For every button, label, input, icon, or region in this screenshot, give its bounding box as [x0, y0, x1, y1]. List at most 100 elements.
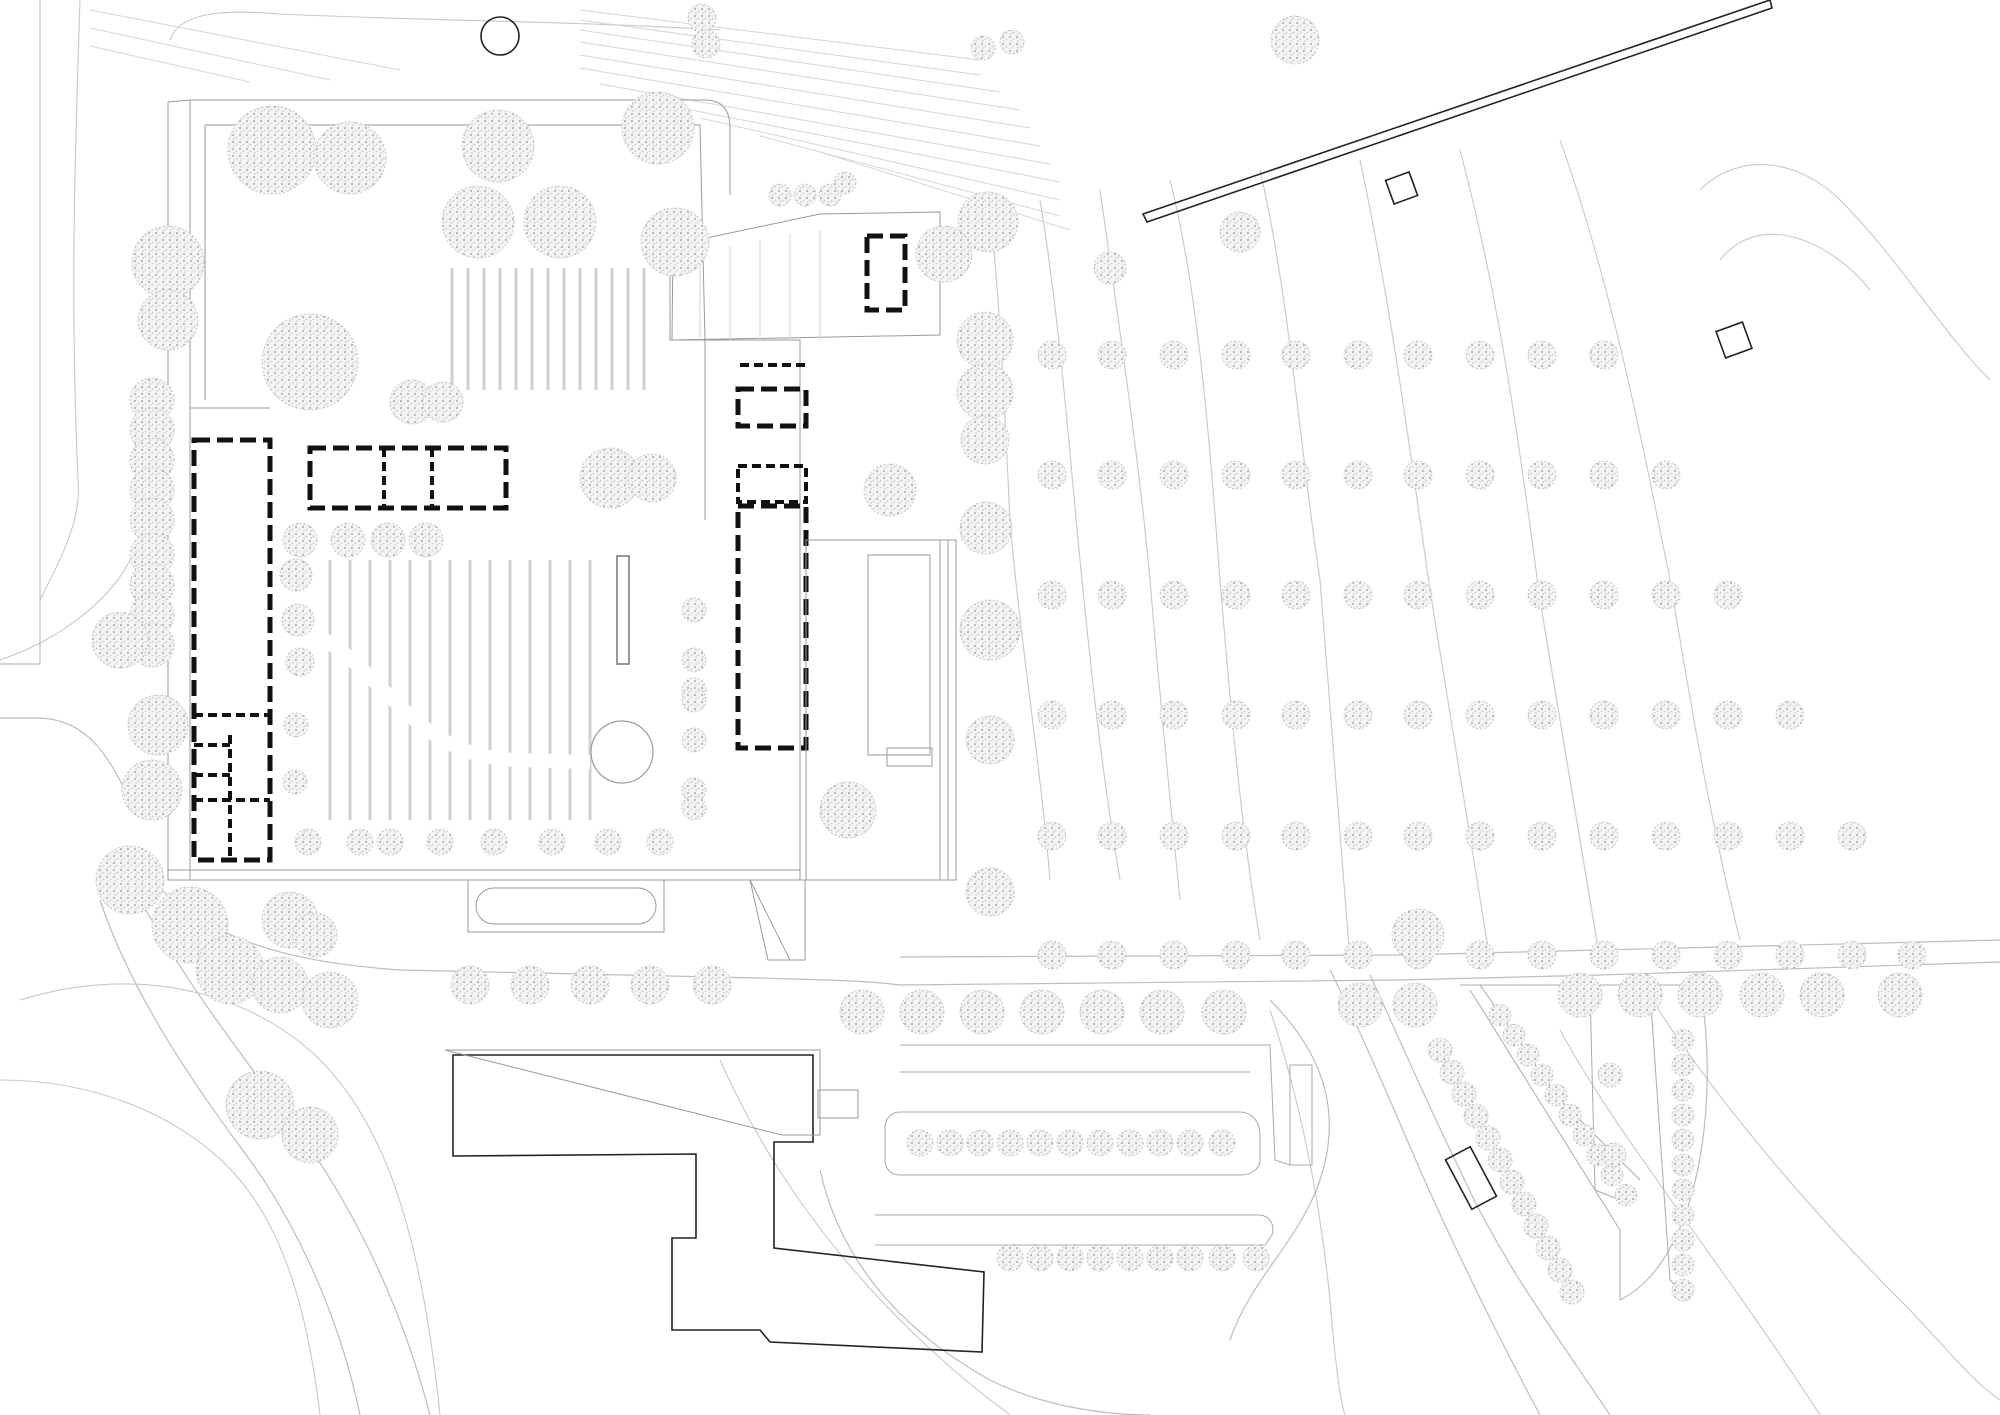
tree-canopy-icon	[1713, 821, 1743, 851]
tree-canopy-icon	[970, 35, 996, 61]
tree-canopy-icon	[281, 603, 315, 637]
tree-canopy-icon	[570, 965, 610, 1005]
tree-canopy-icon	[965, 867, 1015, 917]
tree-canopy-icon	[1651, 460, 1681, 490]
tree-canopy-icon	[1523, 1213, 1549, 1239]
tree-canopy-icon	[131, 225, 205, 299]
tree-canopy-icon	[1221, 460, 1251, 490]
tree-canopy-icon	[956, 311, 1014, 369]
tree-canopy-icon	[1159, 340, 1189, 370]
tree-canopy-icon	[956, 363, 1014, 421]
tree-canopy-icon	[480, 828, 508, 856]
tree-canopy-icon	[1614, 1183, 1638, 1207]
tree-canopy-icon	[450, 965, 490, 1005]
tree-canopy-icon	[691, 29, 721, 59]
tree-canopy-icon	[1343, 821, 1373, 851]
tree-canopy-icon	[646, 828, 674, 856]
tree-canopy-icon	[1343, 580, 1373, 610]
tree-canopy-icon	[681, 727, 707, 753]
tree-canopy-icon	[1547, 1257, 1573, 1283]
tree-canopy-icon	[283, 712, 309, 738]
tree-canopy-icon	[1877, 972, 1923, 1018]
tree-canopy-icon	[1837, 940, 1867, 970]
tree-canopy-icon	[1671, 1153, 1695, 1177]
tree-canopy-icon	[1221, 580, 1251, 610]
tree-canopy-icon	[510, 965, 550, 1005]
tree-canopy-icon	[1897, 940, 1927, 970]
tree-canopy-icon	[1037, 580, 1067, 610]
tree-canopy-icon	[1281, 700, 1311, 730]
tree-canopy-icon	[1176, 1129, 1204, 1157]
tree-canopy-icon	[1651, 821, 1681, 851]
tree-canopy-icon	[833, 171, 857, 195]
tree-canopy-icon	[1499, 1169, 1525, 1195]
tree-canopy-icon	[594, 828, 622, 856]
tree-canopy-icon	[1671, 1253, 1695, 1277]
tree-canopy-icon	[1281, 460, 1311, 490]
tree-canopy-icon	[1343, 700, 1373, 730]
tree-canopy-icon	[1463, 1103, 1489, 1129]
tree-canopy-icon	[1651, 940, 1681, 970]
tree-canopy-icon	[906, 1129, 934, 1157]
tree-canopy-icon	[1343, 460, 1373, 490]
tree-canopy-icon	[1037, 700, 1067, 730]
tree-canopy-icon	[692, 965, 732, 1005]
tree-canopy-icon	[681, 647, 707, 673]
tree-canopy-icon	[1159, 821, 1189, 851]
tree-canopy-icon	[999, 29, 1025, 55]
tree-canopy-icon	[282, 522, 318, 558]
tree-canopy-icon	[1671, 1203, 1695, 1227]
tree-canopy-icon	[1281, 821, 1311, 851]
tree-canopy-icon	[1837, 821, 1867, 851]
tree-canopy-icon	[957, 191, 1019, 253]
tree-canopy-icon	[899, 989, 945, 1035]
tree-canopy-icon	[1799, 972, 1845, 1018]
tree-canopy-icon	[1775, 700, 1805, 730]
tree-canopy-icon	[640, 207, 710, 277]
tree-canopy-icon	[1403, 460, 1433, 490]
tree-canopy-icon	[137, 289, 199, 351]
existing-buildings	[190, 233, 908, 863]
tree-canopy-icon	[1097, 821, 1127, 851]
tree-canopy-icon	[346, 828, 374, 856]
tree-canopy-icon	[129, 497, 175, 543]
tree-canopy-icon	[1439, 1059, 1465, 1085]
tree-canopy-icon	[292, 912, 338, 958]
tree-canopy-icon	[1146, 1244, 1174, 1272]
tree-canopy-icon	[1597, 1062, 1623, 1088]
tree-canopy-icon	[1221, 340, 1251, 370]
tree-canopy-icon	[121, 759, 183, 821]
tree-canopy-icon	[1651, 580, 1681, 610]
tree-canopy-icon	[1671, 1228, 1695, 1252]
kiosk	[1444, 1145, 1498, 1211]
tree-canopy-icon	[1097, 460, 1127, 490]
tree-canopy-icon	[1056, 1244, 1084, 1272]
tree-canopy-icon	[408, 522, 444, 558]
tree-canopy-icon	[996, 1244, 1024, 1272]
tree-canopy-icon	[1530, 1063, 1554, 1087]
tree-canopy-icon	[1343, 340, 1373, 370]
tree-canopy-icon	[1671, 1078, 1695, 1102]
tree-canopy-icon	[1242, 1244, 1270, 1272]
tree-canopy-icon	[621, 91, 695, 165]
tree-canopy-icon	[376, 828, 404, 856]
tree-canopy-icon	[1671, 1028, 1695, 1052]
tree-canopy-icon	[681, 687, 707, 713]
tree-canopy-icon	[1427, 1037, 1453, 1063]
tree-canopy-icon	[1465, 940, 1495, 970]
tree-canopy-icon	[1056, 1129, 1084, 1157]
tree-canopy-icon	[1176, 1244, 1204, 1272]
tree-canopy-icon	[1516, 1043, 1540, 1067]
tree-canopy-icon	[687, 3, 717, 33]
tree-canopy-icon	[1713, 940, 1743, 970]
tree-canopy-icon	[959, 599, 1021, 661]
tree-canopy-icon	[960, 415, 1010, 465]
tree-canopy-icon	[1403, 821, 1433, 851]
tree-canopy-icon	[441, 185, 515, 259]
tree-canopy-icon	[1671, 1053, 1695, 1077]
tree-canopy-icon	[251, 956, 309, 1014]
tree-canopy-icon	[1026, 1244, 1054, 1272]
tree-canopy-icon	[1097, 940, 1127, 970]
tree-canopy-icon	[1221, 821, 1251, 851]
